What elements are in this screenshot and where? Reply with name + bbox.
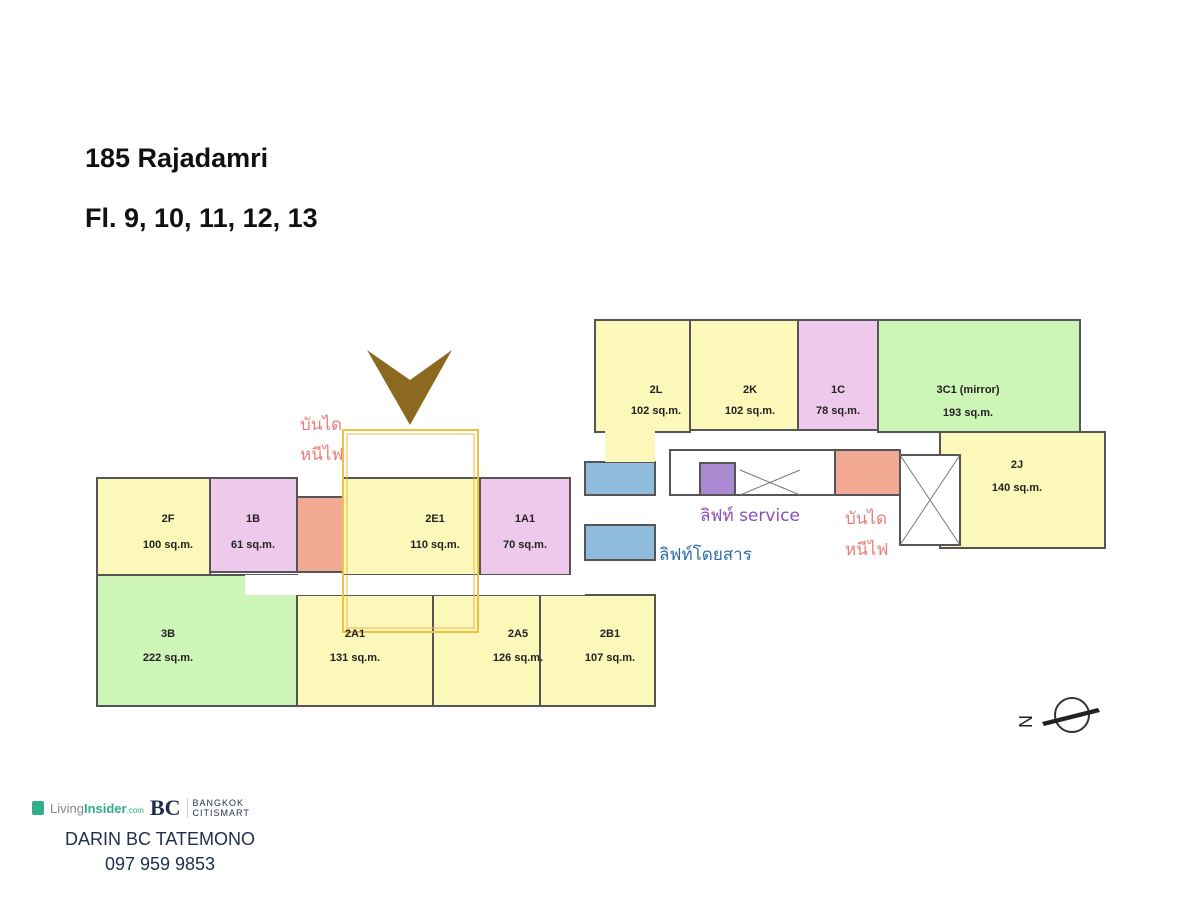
unit-2E1[interactable] [342,477,481,576]
unit-area: 222 sq.m. [143,652,193,664]
unit-area: 100 sq.m. [143,539,193,551]
unit-label: 1A1 [515,513,535,525]
unit-label: 2F [162,513,175,525]
unit-2A1[interactable] [296,594,434,707]
unit-label: 2J [1011,459,1023,471]
unit-area: 102 sq.m. [725,405,775,417]
corridor [245,575,585,595]
unit-area: 102 sq.m. [631,405,681,417]
bc-logo: BC [149,795,181,820]
fire-stair-2 [834,449,901,496]
agent-phone[interactable]: 097 959 9853 [104,854,216,874]
living-insider-logo-icon [32,801,44,815]
unit-label: 2B1 [600,628,620,640]
unit-2F[interactable] [96,477,211,576]
unit-area: 107 sq.m. [585,652,635,664]
unit-label: 1B [246,513,260,525]
unit-1A1[interactable] [479,477,571,576]
unit-2B1[interactable] [539,594,656,707]
unit-label: 2K [743,384,757,396]
unit-label: 3C1 (mirror) [937,384,1000,396]
service-lift-label: ลิฟท์ service [700,506,800,526]
unit-area: 61 sq.m. [231,539,275,551]
service-lift [699,462,736,496]
unit-label: 2E1 [425,513,445,525]
compass-icon: N [1016,697,1100,733]
unit-area: 126 sq.m. [493,652,543,664]
highlight-arrow-icon [367,350,452,425]
unit-2J[interactable] [939,431,1106,549]
unit-label: 1C [831,384,845,396]
unit-label: 3B [161,628,175,640]
passenger-lift-label: ลิฟท์โดยสาร [659,544,752,565]
unit-label: 2L [650,384,663,396]
agent-name: DARIN BC TATEMONO [64,829,255,849]
fire-stair-label: หนีไฟ [845,539,888,560]
passenger-lift-top [584,461,656,496]
unit-area: 78 sq.m. [816,405,860,417]
unit-2A5[interactable] [432,594,541,707]
unit-1C[interactable] [797,319,879,431]
unit-label: 2A1 [345,628,365,640]
unit-label: 2A5 [508,628,528,640]
living-insider-logo: LivingInsider.com [50,800,144,816]
unit-3C1[interactable] [877,319,1081,433]
unit-area: 131 sq.m. [330,652,380,664]
passenger-lift-bottom [584,524,656,561]
fire-stair [296,496,344,573]
highlight-box [342,429,479,633]
unit-3B[interactable] [96,574,298,707]
unit-1B[interactable] [209,477,298,573]
project-title: 185 Rajadamri [85,143,269,173]
unit-area: 110 sq.m. [410,539,460,551]
fire-stair-label: บันได [300,414,342,435]
unit-area: 140 sq.m. [992,482,1042,494]
fire-stair-label: หนีไฟ [300,444,343,465]
fire-stair-label: บันได [845,508,887,529]
floors-label: Fl. 9, 10, 11, 12, 13 [85,203,318,233]
compass-label: N [1016,715,1036,728]
unit-area: 193 sq.m. [943,407,993,419]
unit-area: 70 sq.m. [503,539,547,551]
